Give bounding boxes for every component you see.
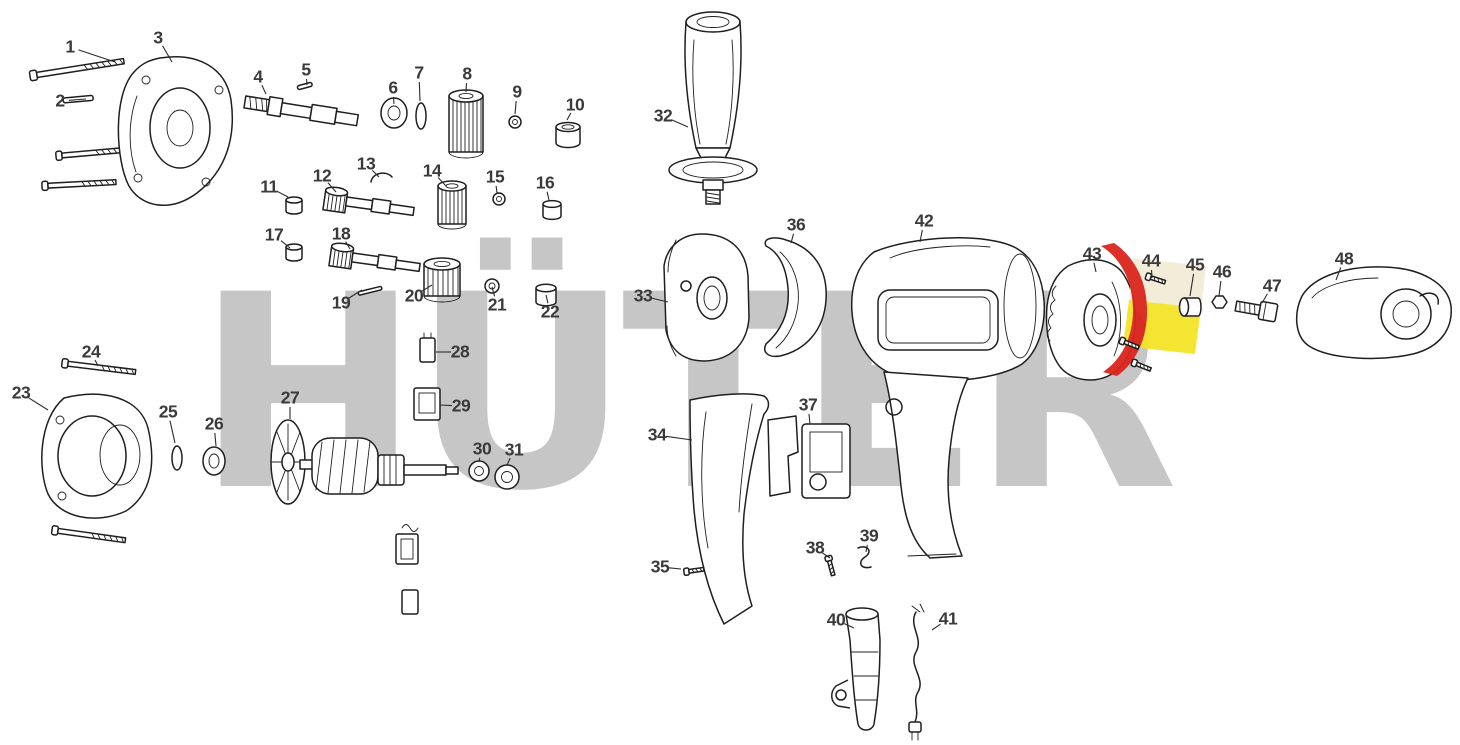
armature-rotor bbox=[299, 437, 459, 495]
part-13-clip bbox=[370, 172, 393, 183]
part-31-bearing bbox=[494, 464, 520, 490]
leader-line-41 bbox=[931, 623, 941, 631]
leader-line-24 bbox=[94, 359, 99, 367]
part-26-bearing bbox=[202, 446, 226, 476]
leader-line-11 bbox=[276, 190, 289, 198]
part-42-motor-housing bbox=[850, 237, 1046, 559]
leader-line-12 bbox=[327, 182, 337, 193]
leader-line-19 bbox=[348, 289, 363, 299]
leader-line-14 bbox=[437, 177, 447, 187]
leader-line-18 bbox=[345, 241, 351, 250]
leader-line-13 bbox=[371, 169, 380, 178]
part-10-sleeve bbox=[555, 121, 581, 149]
part-1-screws bbox=[28, 55, 131, 192]
part-11-bushing bbox=[285, 196, 303, 215]
part-48-rear-cover bbox=[1295, 266, 1452, 360]
part-38-screw bbox=[823, 554, 838, 577]
leader-line-31 bbox=[506, 457, 511, 466]
part-37-switch bbox=[767, 415, 851, 499]
part-23-end-cap bbox=[41, 393, 153, 519]
leader-line-34 bbox=[665, 435, 693, 441]
part-19-pin bbox=[357, 285, 383, 296]
part-36-air-baffle bbox=[764, 237, 827, 358]
part-39-clip bbox=[857, 546, 872, 569]
carbon-brush-parts bbox=[395, 524, 419, 615]
leader-line-46 bbox=[1218, 280, 1222, 297]
leader-line-45 bbox=[1189, 273, 1195, 297]
part-46-hex-nut bbox=[1211, 295, 1228, 309]
part-43-stator bbox=[1045, 259, 1136, 381]
leader-line-17 bbox=[280, 240, 291, 249]
part-40-cord-guard bbox=[831, 607, 881, 731]
leader-line-36 bbox=[790, 233, 795, 244]
part-29-brush-holder bbox=[413, 387, 441, 421]
leader-line-10 bbox=[566, 112, 572, 121]
leader-line-22 bbox=[545, 294, 549, 304]
part-4-spindle-shaft bbox=[243, 95, 360, 127]
leader-line-8 bbox=[465, 82, 468, 93]
leader-line-29 bbox=[439, 404, 453, 407]
leader-line-40 bbox=[844, 623, 855, 629]
leader-line-48 bbox=[1335, 267, 1342, 281]
leader-line-47 bbox=[1261, 293, 1268, 304]
part-18-gear-shaft bbox=[328, 242, 421, 273]
leader-line-26 bbox=[214, 432, 217, 447]
leader-line-9 bbox=[514, 100, 517, 115]
part-30-bearing bbox=[468, 460, 490, 482]
part-32-side-handle bbox=[668, 11, 758, 205]
part-7-circlip bbox=[415, 102, 427, 130]
leader-line-16 bbox=[546, 191, 550, 201]
leader-lines bbox=[28, 45, 1342, 631]
leader-line-35 bbox=[668, 567, 682, 570]
part-35-screw bbox=[682, 565, 706, 577]
leader-line-38 bbox=[822, 552, 831, 559]
leader-line-39 bbox=[865, 544, 868, 553]
leader-line-21 bbox=[491, 286, 496, 297]
part-47-bolt bbox=[1234, 300, 1279, 323]
leader-line-23 bbox=[28, 397, 49, 411]
leader-line-15 bbox=[495, 185, 498, 194]
part-5-key-pin bbox=[296, 81, 313, 91]
part-25-circlip bbox=[171, 445, 183, 471]
part-8-gear bbox=[448, 89, 484, 159]
part-33-front-housing-ring bbox=[663, 233, 750, 362]
leader-line-25 bbox=[169, 420, 176, 444]
part-16-bushing bbox=[542, 199, 562, 221]
leader-line-42 bbox=[919, 229, 923, 243]
part-34-handle-cover bbox=[689, 393, 770, 625]
leader-line-20 bbox=[421, 284, 433, 292]
brand-logo-accent bbox=[1101, 243, 1206, 376]
leader-line-4 bbox=[261, 84, 267, 95]
part-27-fan bbox=[270, 419, 306, 505]
logo-red-shape bbox=[1101, 243, 1148, 376]
part-15-washer bbox=[492, 192, 506, 206]
leader-line-2 bbox=[68, 98, 87, 101]
leader-line-33 bbox=[651, 297, 669, 303]
part-21-washer bbox=[484, 278, 500, 294]
part-17-bushing bbox=[285, 243, 303, 262]
part-6-bearing bbox=[380, 97, 408, 129]
leader-line-7 bbox=[418, 81, 421, 102]
logo-cream-shape bbox=[1129, 258, 1206, 308]
part-20-gear bbox=[423, 257, 461, 303]
part-9-washer bbox=[508, 115, 522, 129]
part-41-power-cable bbox=[908, 603, 925, 741]
leader-line-30 bbox=[478, 457, 481, 462]
leader-line-32 bbox=[671, 119, 689, 128]
leader-line-43 bbox=[1093, 262, 1097, 273]
leader-line-37 bbox=[808, 413, 811, 425]
part-14-gear bbox=[437, 180, 467, 230]
part-12-gear-shaft bbox=[322, 186, 415, 217]
part-45-brush-sleeve bbox=[1178, 297, 1202, 317]
leader-line-3 bbox=[162, 45, 173, 63]
leader-line-1 bbox=[78, 49, 116, 63]
part-3-gear-housing bbox=[117, 56, 234, 206]
part-28-brush-cap bbox=[419, 332, 436, 363]
